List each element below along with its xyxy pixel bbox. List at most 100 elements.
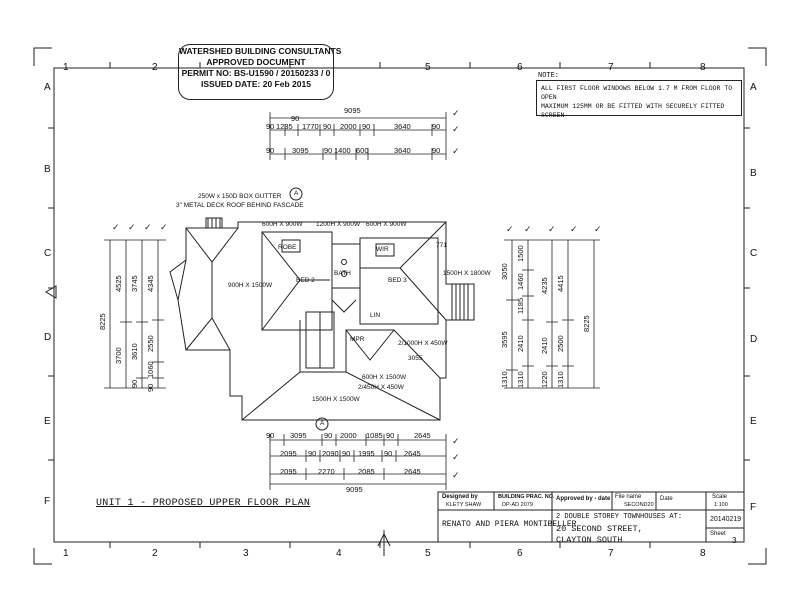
grid-row-d-right: D <box>750 334 758 345</box>
plan-title: UNIT 1 - PROPOSED UPPER FLOOR PLAN <box>96 498 311 509</box>
top-dim-r1-7: 3640 <box>394 122 411 131</box>
tb-designed-by-value: KLETY SHAW <box>446 502 482 508</box>
grid-col-1-bottom: 1 <box>63 548 69 559</box>
check-mark: ✓ <box>506 224 514 234</box>
crop-marks <box>33 47 767 565</box>
check-mark: ✓ <box>452 436 460 446</box>
left-dim-c-3: 90 <box>146 383 155 392</box>
grid-col-7-bottom: 7 <box>608 548 614 559</box>
top-dim-r1-3: 1770 <box>302 122 319 131</box>
top-dim-r1-0: 90 <box>266 122 275 131</box>
tb-designed-by-label: Designed by <box>442 494 478 500</box>
room-bed-3: BED 3 <box>388 277 407 284</box>
left-dim-c-1: 2550 <box>146 335 155 352</box>
grid-row-a: A <box>44 82 51 93</box>
grid-row-f: F <box>44 496 51 507</box>
left-dim-b-1: 3610 <box>130 343 139 360</box>
window-top-3: 600H X 900W <box>366 221 407 228</box>
left-dim-a-1: 3700 <box>114 347 123 364</box>
left-overall-dim: 8225 <box>98 313 107 330</box>
approval-stamp: WATERSHED BUILDING CONSULTANTS APPROVED … <box>178 44 342 100</box>
note-line-1: ALL FIRST FLOOR WINDOWS BELOW 1.7 M FROM… <box>541 85 733 101</box>
right-overall-dim: 8225 <box>582 315 591 332</box>
bot-dim-r2-4: 1995 <box>358 449 375 458</box>
note-line-2: MAXIMUM 125MM OR BE FITTED WITH SECURELY… <box>541 103 725 119</box>
bot-dim-r3-2: 2085 <box>358 467 375 476</box>
top-dim-r2-4: 600 <box>356 146 369 155</box>
top-dim-r2-1: 3095 <box>292 146 309 155</box>
note-label: NOTE: <box>538 72 560 80</box>
window-mid-3: 2/450H X 450W <box>358 384 404 391</box>
bot-dim-r2-2: 2090 <box>322 449 339 458</box>
tb-sheet-value: 3 <box>732 536 737 545</box>
tb-approved-label: Approved by - date <box>556 496 611 502</box>
bot-dim-r2-3: 90 <box>342 449 351 458</box>
tb-project-line-3: CLAYTON SOUTH <box>556 535 623 545</box>
left-dim-a-0: 4525 <box>114 275 123 292</box>
stamp-company: WATERSHED BUILDING CONSULTANTS <box>179 46 342 56</box>
stamp-permit: PERMIT NO: BS-U1590 / 20150233 / 0 <box>181 68 331 78</box>
grid-col-8-bottom: 8 <box>700 548 706 559</box>
sheet-border <box>53 67 745 543</box>
bot-dim-r1-4: 1085 <box>366 431 383 440</box>
left-dimension-lines <box>104 239 166 389</box>
bot-dim-r1-2: 90 <box>324 431 333 440</box>
room-mpr: MPR <box>350 336 365 343</box>
bot-dim-r3-1: 2270 <box>318 467 335 476</box>
dim-771: 771 <box>436 242 447 249</box>
top-dim-r1-1: 1235 <box>276 122 293 131</box>
room-robe: ROBE <box>278 244 297 251</box>
check-mark: ✓ <box>128 222 136 232</box>
right-dim-c-2: 1220 <box>540 371 549 388</box>
dim-3055: 3055 <box>408 355 423 362</box>
bot-overall-dim: 9095 <box>346 485 363 494</box>
tb-date-label: Date <box>660 496 673 502</box>
right-dim-a-2: 1310 <box>500 371 509 388</box>
tb-sheet-label: Sheet <box>710 531 726 537</box>
window-left: 900H X 1500W <box>228 282 273 289</box>
tb-drawing-no: 20140219 <box>710 516 742 523</box>
top-dim-r1-2: 90 <box>291 114 300 123</box>
top-dim-r2-3: 1400 <box>334 146 351 155</box>
tb-project-line-2: 20 SECOND STREET, <box>556 524 643 534</box>
bot-dim-r1-6: 2645 <box>414 431 431 440</box>
tb-scale-label: Scale <box>712 494 728 500</box>
grid-col-8: 8 <box>700 62 706 73</box>
title-block-frame <box>437 491 745 543</box>
floor-plan <box>169 217 475 421</box>
grid-col-2: 2 <box>152 62 158 73</box>
metal-deck-label: 3" METAL DECK ROOF BEHIND FASCADE <box>176 202 304 209</box>
window-bottom: 1500H X 1500W <box>312 396 360 403</box>
section-marker-a <box>289 187 303 201</box>
window-mid-2: 600H X 1500W <box>362 374 407 381</box>
top-dim-r1-4: 90 <box>323 122 332 131</box>
right-dimension-lines <box>504 239 600 389</box>
right-dim-a-1: 3595 <box>500 331 509 348</box>
tb-client: RENATO AND PIERA MONTIBELLER <box>442 520 577 529</box>
left-dim-b-0: 3745 <box>130 275 139 292</box>
tb-file-name-label: File name <box>615 494 642 500</box>
centre-mark-left <box>45 285 57 299</box>
grid-row-d: D <box>44 332 52 343</box>
top-dimension-lines <box>269 112 447 160</box>
tb-building-prac-label: BUILDING PRAC. NO. <box>498 494 555 500</box>
check-mark: ✓ <box>452 124 460 134</box>
box-gutter-label: 250W x 150D BOX GUTTER <box>198 193 282 200</box>
window-mid-1: 2/1000H X 450W <box>398 340 448 347</box>
right-dim-c-1: 2410 <box>540 337 549 354</box>
grid-row-e: E <box>44 416 51 427</box>
bot-dim-r1-1: 3095 <box>290 431 307 440</box>
grid-col-5: 5 <box>425 62 431 73</box>
left-dim-c-2: 1060 <box>146 361 155 378</box>
right-dim-d-1: 2500 <box>556 335 565 352</box>
check-mark: ✓ <box>594 224 602 234</box>
stamp-status: APPROVED DOCUMENT <box>206 57 306 67</box>
left-dim-c-0: 4345 <box>146 275 155 292</box>
check-mark: ✓ <box>570 224 578 234</box>
check-mark: ✓ <box>548 224 556 234</box>
grid-row-a-right: A <box>750 82 757 93</box>
grid-row-c: C <box>44 248 52 259</box>
grid-col-5-bottom: 5 <box>425 548 431 559</box>
grid-row-b: B <box>44 164 51 175</box>
